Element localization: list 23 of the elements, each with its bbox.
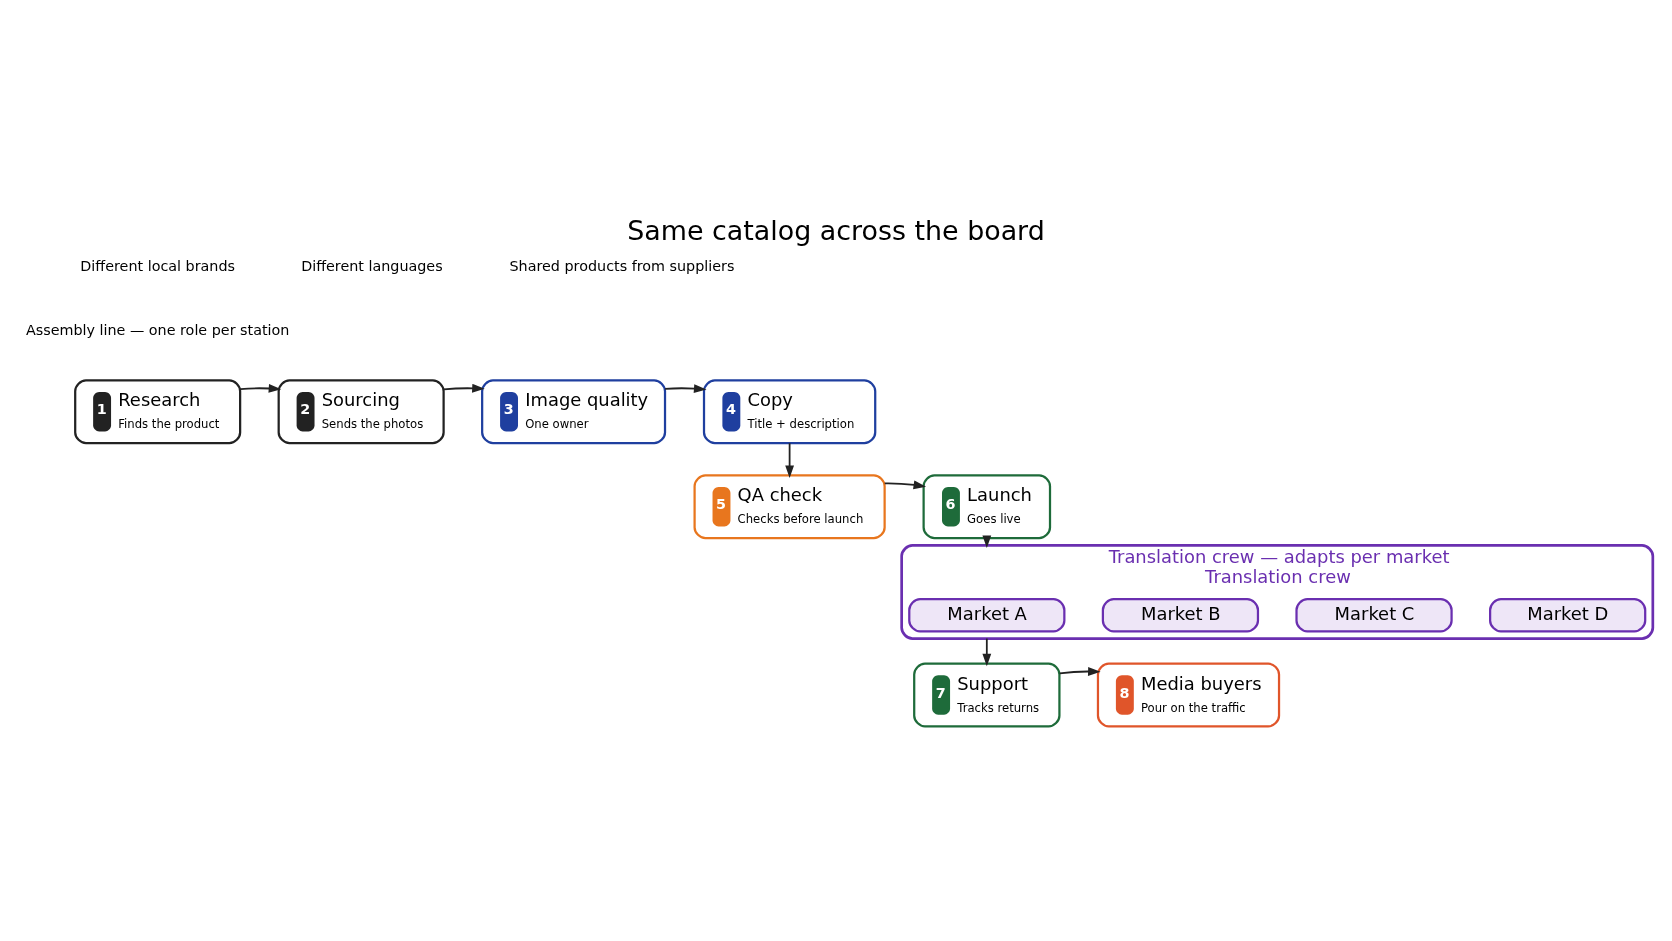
- arrow: [664, 384, 707, 393]
- node-box: 3 Image quality One owner: [481, 379, 667, 445]
- arrow: [982, 637, 992, 667]
- node-box: 5 QA check Checks before launch: [693, 474, 886, 540]
- node-box: 2 Sourcing Sends the photos: [277, 379, 445, 445]
- node-box: Market D: [1489, 598, 1647, 633]
- node-box: Market C: [1295, 598, 1453, 633]
- node-box: Market B: [1101, 598, 1260, 633]
- node-box: 7 Support Tracks returns: [913, 662, 1061, 728]
- arrow: [1058, 667, 1101, 676]
- arrow: [239, 384, 282, 393]
- diagram-title: Same catalog across the board: [627, 214, 1045, 246]
- node-box: 1 Research Finds the product: [74, 379, 242, 445]
- node-box: 8 Media buyers Pour on the traffic: [1096, 662, 1281, 728]
- node-box: 4 Copy Title + description: [702, 379, 877, 445]
- arrow: [785, 442, 794, 479]
- label: Different local brands: [80, 257, 236, 274]
- label: Different languages: [301, 257, 443, 274]
- label: Assembly line — one role per station: [25, 322, 290, 339]
- arrow: [442, 383, 485, 393]
- label: Shared products from suppliers: [509, 257, 735, 274]
- node-box: Market A: [908, 598, 1066, 633]
- arrow: [883, 480, 927, 490]
